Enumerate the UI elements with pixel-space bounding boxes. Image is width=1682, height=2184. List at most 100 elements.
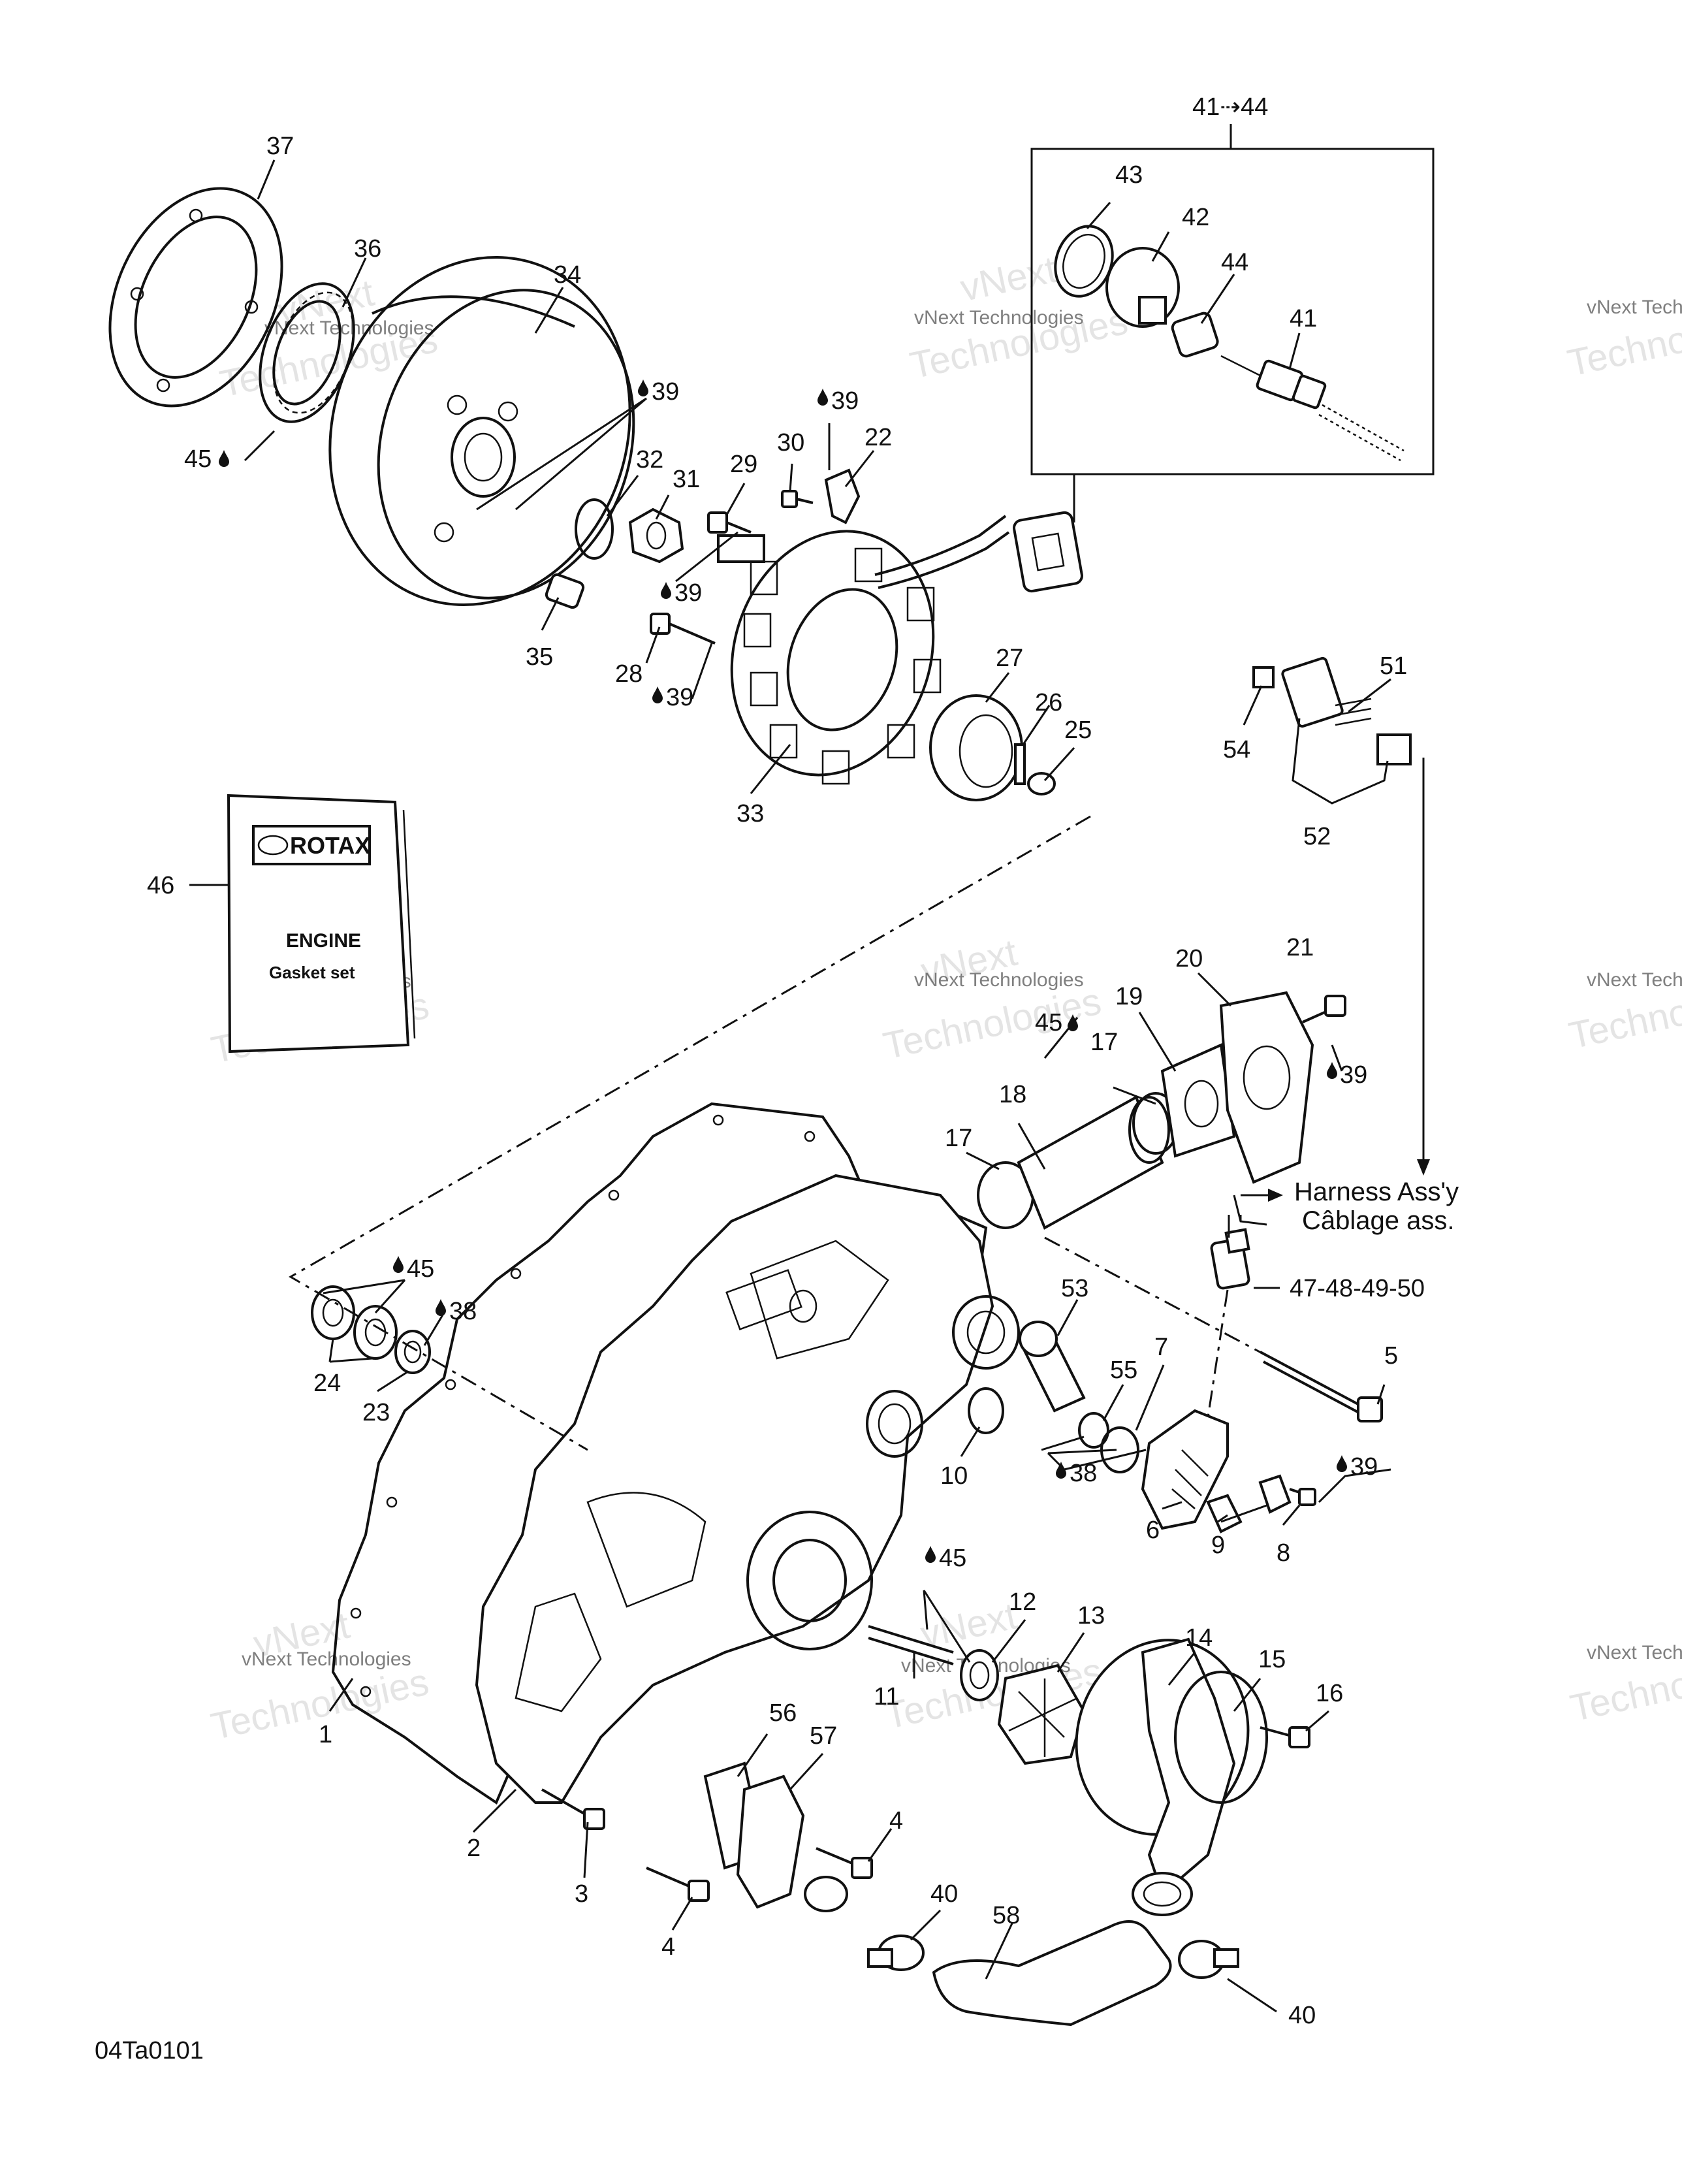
callout-labels: 37 36 34 45 39 39 32 31 29 30 22 39 35 2… [95, 93, 1459, 2064]
callout-21: 21 [1286, 934, 1314, 961]
part-18-tube [1017, 1095, 1170, 1230]
part-35-bolt [545, 573, 585, 609]
callout-25: 25 [1064, 716, 1092, 744]
callout-39-a: 39 [652, 378, 679, 406]
part-6-sensor [1141, 1409, 1229, 1530]
part-53-bushing [1019, 1321, 1086, 1413]
watermark-small: vNext Technologies [1587, 297, 1682, 318]
part-28-screw [650, 613, 716, 645]
part-27-trigger-wheel [929, 694, 1023, 801]
part-11-shaft [868, 1625, 954, 1665]
lubricant-drop-icon [436, 1299, 446, 1316]
leader-lines [189, 159, 1430, 2013]
part-57-outlet [736, 1774, 848, 1912]
part-2-magneto-cover [475, 1174, 1020, 1804]
callout-18: 18 [999, 1081, 1026, 1108]
part-30-screw [781, 490, 814, 508]
part-46-manual: ROTAX ENGINE Gasket set [227, 794, 416, 1053]
callout-34: 34 [554, 261, 581, 289]
callout-39-e: 39 [1340, 1061, 1367, 1089]
manual-subtitle: Gasket set [269, 963, 355, 982]
callout-56: 56 [769, 1699, 797, 1727]
callout-38-a: 38 [449, 1298, 477, 1325]
part-13-impeller [997, 1663, 1086, 1765]
lubricant-drop-icon [652, 686, 663, 703]
callout-53: 53 [1061, 1275, 1088, 1302]
part-8-screw [1289, 1488, 1316, 1506]
callout-2: 2 [467, 1835, 481, 1862]
lubricant-drop-icon [925, 1546, 936, 1563]
callout-31: 31 [673, 466, 700, 493]
lubricant-drop-icon [661, 582, 671, 599]
lubricant-drop-icon [1337, 1455, 1347, 1472]
part-3-screw [541, 1788, 605, 1830]
figure-code: 04Ta0101 [95, 2037, 204, 2064]
callout-12: 12 [1009, 1588, 1036, 1616]
group-label-41-44: 41⇢44 [1192, 93, 1268, 121]
part-41-sensor [1220, 355, 1404, 462]
callout-16: 16 [1316, 1680, 1343, 1707]
watermark-group: vNext Technologies vNext Technologies vN… [207, 248, 1682, 1748]
part-47-50-connector [1210, 1228, 1250, 1290]
callout-23: 23 [362, 1399, 390, 1426]
callout-41: 41 [1290, 305, 1317, 332]
callout-8: 8 [1277, 1539, 1290, 1567]
callout-38-b: 38 [1070, 1460, 1097, 1487]
group-box-41-44 [1030, 148, 1435, 475]
callout-39-b: 39 [831, 387, 859, 415]
part-22-clamp [824, 468, 861, 524]
watermark-small: vNext Technologies [242, 1648, 411, 1670]
callout-11: 11 [874, 1683, 899, 1710]
callout-6: 6 [1146, 1517, 1160, 1544]
callout-44: 44 [1221, 249, 1248, 276]
callout-46: 46 [147, 872, 174, 899]
part-32-washer [575, 498, 614, 560]
callout-45-b: 45 [1035, 1009, 1062, 1036]
callout-33: 33 [737, 800, 764, 827]
callout-47-50: 47-48-49-50 [1290, 1275, 1425, 1302]
callout-52: 52 [1303, 823, 1331, 850]
gasket-holes [350, 1114, 816, 1697]
callout-9: 9 [1211, 1532, 1225, 1559]
callout-29: 29 [730, 451, 757, 478]
callout-4-b: 4 [889, 1807, 903, 1835]
callout-43: 43 [1115, 161, 1143, 189]
callout-22: 22 [865, 424, 892, 451]
callout-42: 42 [1182, 204, 1209, 231]
part-26-key [1014, 743, 1026, 785]
callout-17-b: 17 [1090, 1029, 1118, 1056]
callout-45-d: 45 [939, 1545, 966, 1572]
callout-39-c: 39 [674, 579, 702, 607]
callout-51: 51 [1380, 652, 1407, 680]
part-4-screw-b [816, 1847, 873, 1879]
part-42-housing [1105, 247, 1180, 328]
part-29-screw [707, 511, 752, 534]
part-23-seal [394, 1330, 431, 1374]
callout-40-a: 40 [930, 1880, 958, 1908]
callout-27: 27 [996, 645, 1023, 672]
callout-19: 19 [1115, 983, 1143, 1010]
part-52-seal [1376, 733, 1412, 765]
parts-artwork: ROTAX ENGINE Gasket set [108, 124, 1435, 2027]
part-15-gasket-ring [1174, 1671, 1268, 1804]
part-54-lock [1252, 666, 1275, 688]
part-40-clamp-b [1178, 1940, 1239, 1979]
manual-title: ENGINE [286, 930, 361, 952]
callout-1: 1 [319, 1721, 332, 1748]
lubricant-drop-icon [1327, 1062, 1337, 1079]
part-16-screw [1260, 1726, 1310, 1748]
callout-37: 37 [266, 133, 294, 160]
harness-note-line1: Harness Ass'y [1294, 1178, 1459, 1206]
part-25-washer [1027, 772, 1056, 795]
callout-36: 36 [354, 235, 381, 263]
part-51-terminals [1281, 656, 1372, 728]
part-21-screw [1302, 995, 1346, 1023]
callout-24: 24 [313, 1370, 341, 1397]
manual-brand-box [252, 825, 371, 865]
stator-connector [1013, 511, 1083, 593]
part-44-seal [1171, 312, 1219, 358]
part-4-screw-a [646, 1867, 710, 1902]
callout-45-a: 45 [184, 445, 212, 473]
callout-57: 57 [810, 1722, 837, 1750]
